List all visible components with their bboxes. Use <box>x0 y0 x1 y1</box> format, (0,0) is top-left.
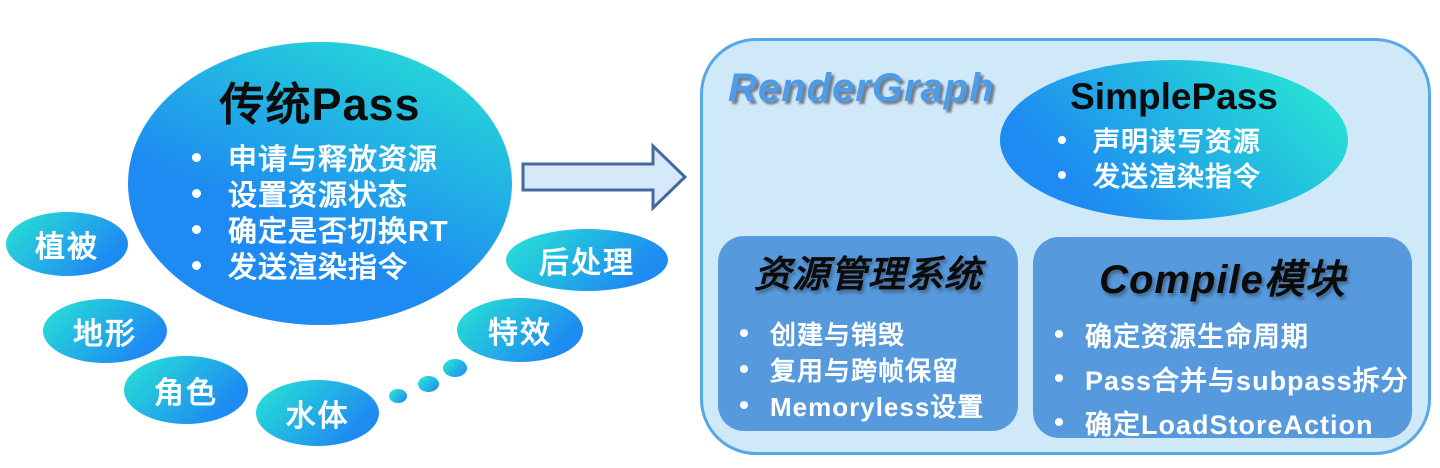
resource-management-box: 资源管理系统 创建与销毁 复用与跨帧保留 Memoryless设置 <box>718 236 1018 431</box>
bullet-label: 申请与释放资源 <box>228 144 439 176</box>
satellite-ellipse-vfx: 特效 <box>457 298 583 362</box>
satellite-ellipse-water: 水体 <box>256 380 379 446</box>
compile-module-box: Compile模块 确定资源生命周期 Pass合并与subpass拆分 确定Lo… <box>1033 237 1412 440</box>
bullet-label: 复用与跨帧保留 <box>770 355 960 386</box>
bullet-dot-icon <box>1058 135 1066 144</box>
satellite-label: 后处理 <box>539 247 635 280</box>
bullet-label: Pass合并与subpass拆分 <box>1085 365 1409 396</box>
bullet-item: 确定LoadStoreAction <box>1055 407 1412 440</box>
satellite-ellipse-terrain: 地形 <box>43 299 167 363</box>
satellite-label: 角色 <box>154 377 218 410</box>
bullet-dot-icon <box>740 365 748 373</box>
right-arrow-icon <box>521 142 688 212</box>
bullet-label: Memoryless设置 <box>770 391 985 422</box>
bullet-item: 确定资源生命周期 <box>1055 319 1412 352</box>
ellipsis-dot <box>389 389 407 403</box>
satellite-label: 特效 <box>488 317 552 350</box>
bullet-item: Memoryless设置 <box>740 388 1018 422</box>
resource-management-title: 资源管理系统 <box>754 255 982 296</box>
compile-bullet-list: 确定资源生命周期 Pass合并与subpass拆分 确定LoadStoreAct… <box>1055 319 1412 440</box>
bullet-dot-icon <box>1055 418 1063 426</box>
bullet-label: 声明读写资源 <box>1093 127 1261 157</box>
bullet-item: 确定是否切换RT <box>192 211 512 248</box>
bullet-item: 设置资源状态 <box>192 175 512 212</box>
bullet-label: 发送渲染指令 <box>1093 162 1261 192</box>
bullet-item: 申请与释放资源 <box>192 139 512 176</box>
bullet-item: 复用与跨帧保留 <box>740 352 1018 386</box>
bullet-label: 确定是否切换RT <box>228 216 449 248</box>
simplepass-ellipse: SimplePass 声明读写资源 发送渲染指令 <box>1000 60 1348 220</box>
bullet-dot-icon <box>740 329 748 337</box>
ellipsis-dot <box>443 359 467 377</box>
bullet-label: 确定LoadStoreAction <box>1085 409 1374 440</box>
simplepass-bullet-list: 声明读写资源 发送渲染指令 <box>1058 122 1348 192</box>
traditional-pass-title: 传统Pass <box>219 79 421 130</box>
satellite-label: 水体 <box>285 400 350 433</box>
bullet-item: 声明读写资源 <box>1058 122 1348 157</box>
bullet-label: 确定资源生命周期 <box>1085 321 1309 352</box>
satellite-label: 地形 <box>73 318 137 351</box>
satellite-ellipse-vegetation: 植被 <box>6 212 128 276</box>
bullet-dot-icon <box>740 401 748 409</box>
rendergraph-title: RenderGraph <box>728 66 995 110</box>
satellite-label: 植被 <box>35 231 99 264</box>
bullet-item: 发送渲染指令 <box>192 247 512 284</box>
bullet-item: 创建与销毁 <box>740 316 1018 350</box>
bullet-label: 创建与销毁 <box>770 319 906 350</box>
satellite-ellipse-postprocess: 后处理 <box>506 229 668 291</box>
bullet-dot-icon <box>192 188 201 198</box>
traditional-pass-ellipse: 传统Pass 申请与释放资源 设置资源状态 确定是否切换RT 发送渲染指令 <box>128 42 512 325</box>
bullet-item: 发送渲染指令 <box>1058 157 1348 192</box>
compile-module-title: Compile模块 <box>1099 258 1346 302</box>
resource-bullet-list: 创建与销毁 复用与跨帧保留 Memoryless设置 <box>740 316 1018 422</box>
traditional-pass-bullet-list: 申请与释放资源 设置资源状态 确定是否切换RT 发送渲染指令 <box>192 139 512 284</box>
bullet-label: 设置资源状态 <box>228 180 409 212</box>
bullet-dot-icon <box>192 152 201 162</box>
bullet-item: Pass合并与subpass拆分 <box>1055 363 1412 396</box>
bullet-dot-icon <box>1055 374 1063 382</box>
ellipsis-dot <box>418 376 439 392</box>
satellite-ellipse-character: 角色 <box>124 356 248 424</box>
simplepass-title: SimplePass <box>1070 76 1278 117</box>
bullet-dot-icon <box>192 224 201 234</box>
bullet-dot-icon <box>1055 330 1063 338</box>
bullet-dot-icon <box>1058 170 1066 179</box>
bullet-label: 发送渲染指令 <box>228 252 409 284</box>
bullet-dot-icon <box>192 260 201 270</box>
